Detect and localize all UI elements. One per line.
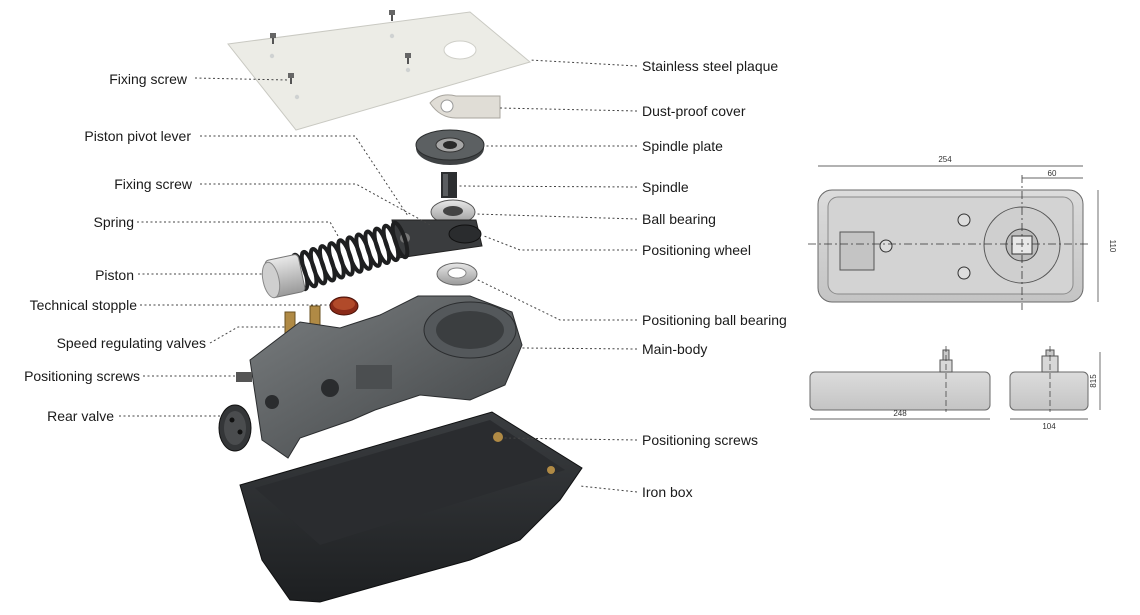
leader-line: [483, 235, 637, 251]
leader-line: [499, 107, 638, 112]
leader-lines: [119, 59, 638, 493]
main-body: [236, 295, 523, 459]
label-rear-valve: Rear valve: [47, 408, 114, 424]
stainless-steel-plaque: [227, 10, 532, 131]
label-fixing-screw-lower: Fixing screw: [114, 176, 192, 192]
dim-front-width: 248: [893, 409, 907, 418]
label-positioning-ball-bearing: Positioning ball bearing: [642, 312, 787, 328]
dim-side-height: 815: [1089, 374, 1098, 388]
label-speed-regulating-valves: Speed regulating valves: [56, 335, 206, 351]
label-fixing-screw-top: Fixing screw: [109, 71, 187, 87]
label-piston-pivot-lever: Piston pivot lever: [84, 128, 191, 144]
label-spindle: Spindle: [642, 179, 689, 195]
side-view-drawing: [1009, 346, 1101, 420]
label-positioning-screws-right: Positioning screws: [642, 432, 758, 448]
fixing-screw-top: [270, 10, 411, 84]
label-spring: Spring: [93, 214, 134, 230]
label-spindle-plate: Spindle plate: [642, 138, 723, 154]
leader-line: [194, 77, 289, 81]
dim-top-height: 110: [1108, 240, 1117, 253]
leader-line: [137, 221, 339, 237]
label-dust-proof-cover: Dust-proof cover: [642, 103, 746, 119]
dim-side-width: 104: [1042, 422, 1056, 431]
front-view-drawing: [809, 346, 991, 420]
rear-valve: [218, 404, 252, 452]
label-stainless-steel-plaque: Stainless steel plaque: [642, 58, 779, 74]
label-iron-box: Iron box: [642, 484, 693, 500]
positioning-ball-bearing: [436, 262, 478, 286]
leader-line: [475, 213, 638, 220]
label-technical-stopple: Technical stopple: [29, 297, 137, 313]
spindle-plate: [415, 129, 485, 165]
iron-box: [239, 411, 583, 603]
dust-proof-cover: [429, 94, 501, 119]
leader-line: [209, 326, 286, 344]
piston: [261, 254, 306, 299]
label-main-body: Main-body: [642, 341, 708, 357]
leader-line: [529, 59, 638, 67]
ball-bearing: [430, 199, 476, 225]
leader-line: [521, 347, 638, 350]
label-ball-bearing: Ball bearing: [642, 211, 716, 227]
piston-pivot-lever: [391, 219, 483, 259]
technical-stopple: [329, 296, 359, 316]
spring: [290, 220, 410, 292]
leader-line: [579, 485, 638, 493]
label-piston: Piston: [95, 267, 134, 283]
dim-top-offset: 60: [1048, 169, 1057, 178]
leader-line: [475, 278, 637, 321]
label-positioning-wheel: Positioning wheel: [642, 242, 751, 258]
leader-line: [200, 135, 409, 217]
leader-line: [457, 185, 638, 188]
label-positioning-screws-left: Positioning screws: [24, 368, 140, 384]
spindle: [441, 172, 457, 198]
top-view-drawing: [808, 165, 1099, 310]
dim-top-width: 254: [938, 155, 952, 164]
spring-coil: [390, 220, 410, 260]
